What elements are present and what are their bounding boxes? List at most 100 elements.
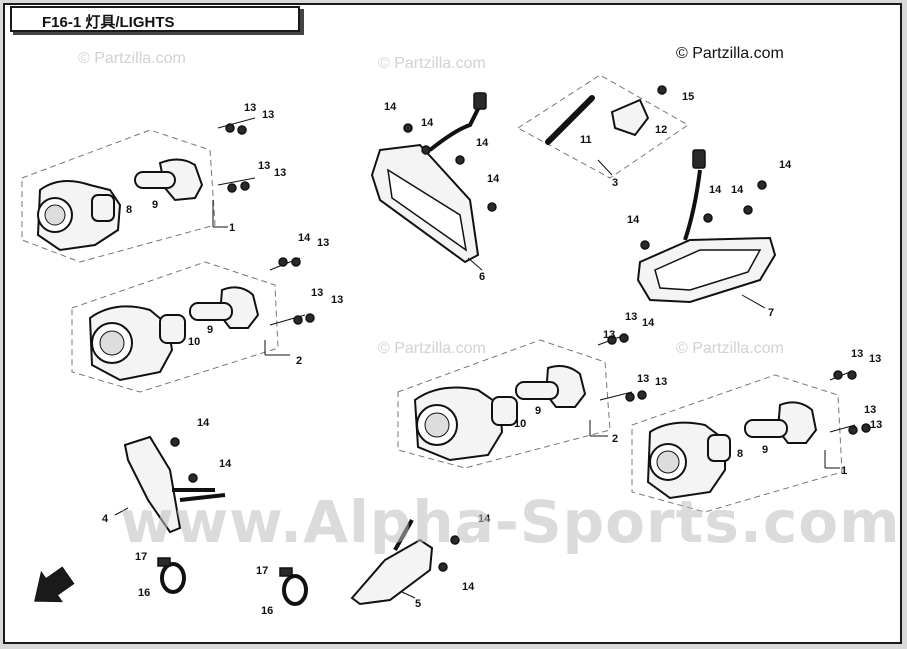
watermark-text: © Partzilla.com: [676, 340, 784, 357]
tail-light-lens: [654, 249, 762, 291]
headlight-assembly-1-right: 8 9 1 13 13 13 13: [631, 348, 882, 513]
watermark-text: © Partzilla.com: [78, 50, 186, 67]
screw-icon: [847, 370, 857, 380]
title-box: F16-1 灯具/LIGHTS: [10, 6, 300, 32]
callout-13: 13: [864, 404, 876, 416]
screw-icon: [450, 535, 460, 545]
headlight-reflector: [99, 330, 125, 356]
callout-2: 2: [612, 433, 618, 445]
screw-icon: [861, 423, 871, 433]
callout-13: 13: [244, 102, 256, 114]
screw-icon: [305, 313, 315, 323]
callout-14: 14: [642, 317, 655, 329]
callout-10: 10: [188, 336, 200, 348]
license-light-body: [610, 98, 650, 137]
callout-9: 9: [535, 405, 541, 417]
screw-icon: [848, 425, 858, 435]
callout-17: 17: [135, 551, 147, 563]
bulb-socket: [91, 194, 115, 222]
clamp-bolt: [157, 557, 171, 567]
screw-icon: [757, 180, 767, 190]
callout-1: 1: [229, 222, 235, 234]
clamp-assembly-left: 17 16: [135, 551, 186, 599]
callout-13: 13: [637, 373, 649, 385]
callout-5: 5: [415, 598, 421, 610]
screw-icon: [607, 335, 617, 345]
group-box: [21, 129, 216, 263]
title-shadow: [300, 9, 304, 35]
headlight-reflector: [656, 450, 680, 474]
headlight-assembly-2-left: 10 9 2 14 13 13 13: [71, 232, 343, 393]
screw-icon: [619, 333, 629, 343]
callout-14: 14: [487, 173, 500, 185]
callout-14: 14: [627, 214, 640, 226]
callout-14: 14: [709, 184, 722, 196]
callout-13: 13: [311, 287, 323, 299]
callout-16: 16: [138, 587, 150, 599]
copyright-text: © Partzilla.com: [676, 45, 784, 62]
title-shadow-bottom: [13, 32, 304, 35]
marker-light-body: [350, 538, 434, 606]
callout-13: 13: [870, 419, 882, 431]
callout-13: 13: [851, 348, 863, 360]
callout-13: 13: [317, 237, 329, 249]
screw-icon: [455, 155, 465, 165]
callout-13: 13: [603, 329, 615, 341]
screw-icon: [703, 213, 713, 223]
leader-line: [217, 117, 256, 129]
callout-14: 14: [462, 581, 475, 593]
light-lens: [387, 168, 468, 252]
watermark-text: © Partzilla.com: [378, 55, 486, 72]
bulb: [515, 381, 559, 400]
callout-12: 12: [655, 124, 667, 136]
license-light-assembly-3: 11 12 15 3: [517, 74, 694, 189]
callout-7: 7: [768, 307, 774, 319]
screw-icon: [291, 257, 301, 267]
screw-icon: [743, 205, 753, 215]
callout-14: 14: [384, 101, 397, 113]
callout-13: 13: [331, 294, 343, 306]
front-light-assembly-6: 14 14 14 14 6: [370, 92, 500, 283]
clamp-bolt: [279, 567, 293, 577]
headlight-assembly-2-right: 10 9 2 13 13 14 13 13: [397, 311, 667, 469]
watermark-text: © Partzilla.com: [378, 340, 486, 357]
headlight-reflector: [44, 204, 66, 226]
callout-8: 8: [126, 204, 132, 216]
wire-harness: [683, 169, 702, 241]
clamp-ring: [282, 574, 308, 606]
callout-14: 14: [779, 159, 792, 171]
tail-light-assembly-7: 14 14 14 14 7: [627, 149, 792, 319]
screw-icon: [188, 473, 198, 483]
wire-harness: [393, 519, 414, 551]
wire-harness: [428, 104, 482, 152]
bulb-socket: [491, 396, 518, 426]
callout-13: 13: [625, 311, 637, 323]
callout-15: 15: [682, 91, 694, 103]
callout-16: 16: [261, 605, 273, 617]
leader-line: [597, 159, 613, 176]
screw-icon: [487, 202, 497, 212]
callout-14: 14: [197, 417, 210, 429]
bulb: [134, 171, 176, 189]
leader-line: [114, 507, 129, 516]
screw-icon: [293, 315, 303, 325]
screw-icon: [240, 181, 250, 191]
marker-light-body: [123, 435, 182, 534]
direction-arrow-icon: [34, 566, 75, 603]
screw-icon: [170, 437, 180, 447]
callout-3: 3: [612, 177, 618, 189]
leader-line: [741, 294, 766, 309]
callout-14: 14: [219, 458, 232, 470]
callout-14: 14: [421, 117, 434, 129]
leader-line: [467, 257, 483, 271]
screw-icon: [403, 123, 413, 133]
callout-9: 9: [762, 444, 768, 456]
bulb: [744, 419, 788, 438]
watermark-large: www.Alpha-Sports.com: [120, 488, 901, 556]
callout-14: 14: [731, 184, 744, 196]
leader-line: [599, 391, 633, 401]
leader-line: [217, 177, 256, 186]
bulb-socket: [159, 314, 186, 344]
callout-17: 17: [256, 565, 268, 577]
leader-line: [401, 591, 416, 599]
